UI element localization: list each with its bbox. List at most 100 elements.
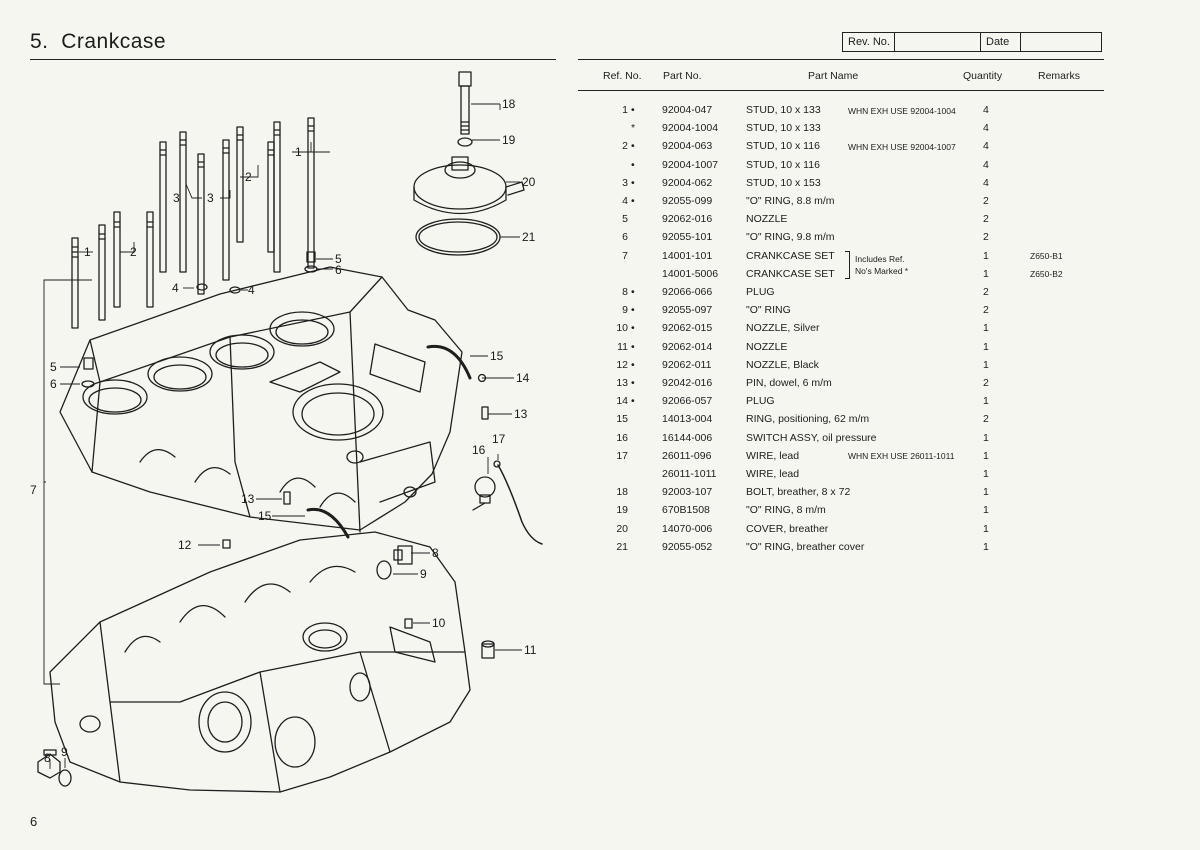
row-quantity: 1 [983,267,989,280]
callout-9-right: 9 [420,567,427,581]
row-ref-no: 13 [616,377,628,389]
row-part-no: 26011-096 [662,449,712,462]
studs-ref-2 [113,126,275,308]
row-part-no: 14013-004 [662,413,713,426]
callout-9-bottom: 9 [61,745,68,759]
crankcase-brace [845,251,850,279]
crankcase-note-line1: Includes Ref. [855,254,905,264]
row-ref-no: 16 [616,431,628,444]
callout-8-bottom: 8 [44,751,51,765]
date-label: Date [981,33,1021,51]
row-part-name: "O" RING, 9.8 m/m [746,231,835,244]
row-quantity: 4 [983,122,989,135]
row-quantity: 2 [983,231,989,244]
o-ring-ref-9 [376,560,392,580]
studs-ref-1 [71,117,315,329]
row-part-no: 92042-016 [662,377,713,389]
table-top-rule [578,59,1104,60]
positioning-ring-ref-15b [306,507,350,539]
o-ring-ref-4b [229,286,241,294]
o-ring-ref-19 [457,137,473,147]
header-part-no: Part No. [663,70,702,82]
studs-ref-3 [159,131,230,295]
row-ref-no: 14 [616,395,628,408]
callout-20: 20 [522,175,536,189]
rev-no-label: Rev. No. [843,33,895,51]
crankcase-exploded-diagram: 18 19 20 21 1 2 3 3 2 1 5 6 4 4 5 6 15 1… [30,71,543,793]
positioning-ring-ref-15 [426,344,472,380]
callout-12: 12 [178,538,192,552]
row-part-no: 92062-016 [662,213,713,226]
callout-5-left: 5 [50,360,57,374]
row-quantity: 1 [983,395,989,408]
row-ref-no: 21 [616,540,628,553]
row-part-no: 92062-014 [662,340,713,353]
title-underline [30,59,556,60]
date-value [1021,33,1101,51]
row-quantity: 1 [983,486,989,499]
row-mark: • [631,158,635,171]
header-part-name: Part Name [808,70,859,82]
row-mark: • [631,104,635,116]
row-part-name: STUD, 10 x 116 [746,140,820,153]
callout-4-left: 4 [172,281,179,295]
upper-crankcase-outline [59,266,463,531]
drain-plug-ref-8 [37,749,61,779]
row-ref-no: 7 [622,249,628,262]
row-ref-no: 1 [622,104,628,116]
callout-17: 17 [492,432,506,446]
row-quantity: 2 [983,213,989,226]
row-mark: • [631,340,635,353]
row-quantity: 1 [983,504,989,517]
row-part-no: 92004-062 [662,176,713,189]
row-part-no: 92004-047 [662,104,713,116]
row-part-name: COVER, breather [746,522,829,535]
row-part-name: "O" RING, breather cover [746,540,865,553]
callout-2-left: 2 [130,245,137,259]
row-part-no: 92055-101 [662,231,713,244]
callout-18: 18 [502,97,516,111]
row-quantity: 4 [983,176,989,189]
row-quantity: 2 [983,413,989,426]
row-quantity: 1 [983,540,989,553]
row-part-no: 26011-1011 [662,468,717,480]
callout-3-right: 3 [207,191,214,205]
row-part-name: "O" RING, 8.8 m/m [746,195,835,207]
row-ref-no: 9 [622,304,628,317]
row-part-name: NOZZLE [746,213,788,226]
lead-wire-ref-17 [497,464,543,545]
callout-21: 21 [522,230,536,244]
callout-3-left: 3 [173,191,180,205]
o-ring-ref-21 [415,218,501,256]
table-header-rule [578,90,1104,91]
callout-1-left: 1 [84,245,91,259]
row-part-no: 670B1508 [662,504,710,517]
cylinder-bore-4 [269,311,335,347]
row-part-name: STUD, 10 x 133 [746,122,821,135]
row-quantity: 1 [983,522,989,535]
row-part-name: PIN, dowel, 6 m/m [746,377,832,389]
row-mark: • [631,377,635,389]
row-quantity: 4 [983,158,989,171]
row-part-name: STUD, 10 x 133 [746,104,821,116]
row-part-no: 92066-057 [662,395,713,408]
nozzle-ref-11 [481,640,495,659]
row-ref-no: 8 [622,286,628,298]
row-quantity: 1 [983,431,989,444]
row-part-name: STUD, 10 x 116 [746,158,820,171]
row-mark: • [631,176,635,189]
row-quantity: 1 [983,358,989,371]
cylinder-bore-1 [82,379,148,415]
row-part-no: 92062-011 [662,358,712,371]
row-part-name: CRANKCASE SET [746,267,835,280]
row-ref-no: 10 [616,322,628,335]
header-quantity: Quantity [963,70,1003,82]
row-part-name: NOZZLE, Black [746,358,819,371]
row-quantity: 2 [983,304,989,317]
row-part-name: BOLT, breather, 8 x 72 [746,486,851,499]
row-remarks: Z650-B1 [1030,251,1063,262]
row-part-no: 92004-1007 [662,158,719,171]
row-mark: * [631,122,636,135]
row-quantity: 4 [983,140,989,153]
